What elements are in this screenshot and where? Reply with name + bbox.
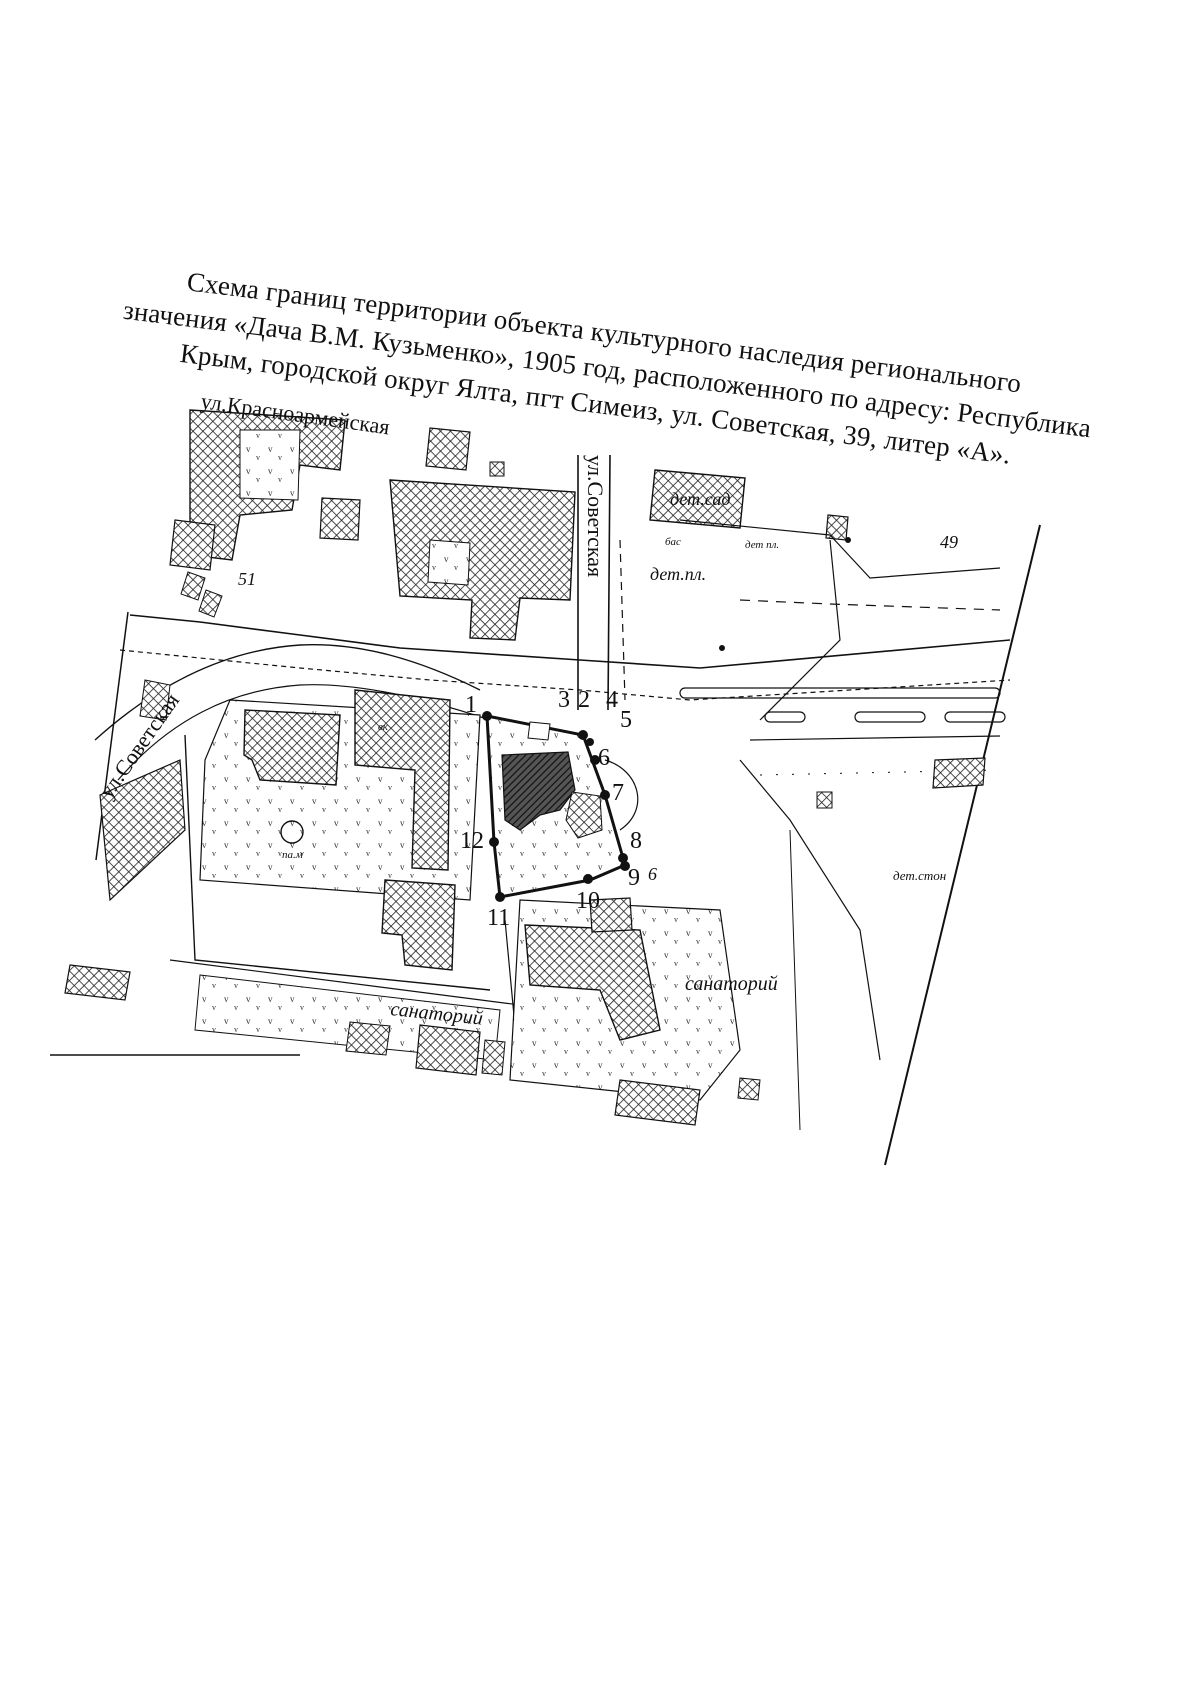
building-west-1 [243, 709, 341, 786]
street-east-diagonal [739, 759, 881, 1061]
point-label-7: 7 [612, 780, 624, 806]
point-marker-9 [620, 861, 630, 871]
path-east-curve [759, 539, 841, 721]
building-se-small [589, 897, 633, 933]
point-label-9: 9 [628, 865, 640, 891]
garden-nw [239, 429, 301, 501]
promenade-rows [679, 687, 1006, 776]
street-east-vertical [789, 829, 801, 1131]
street-west-loop [184, 734, 491, 991]
promenade-row-2a [764, 711, 806, 723]
building-se-3 [737, 1077, 761, 1101]
gate-structure [527, 721, 551, 741]
point-marker-11 [495, 892, 505, 902]
promenade-row-1 [679, 687, 1001, 699]
building-small-2 [180, 571, 206, 601]
building-sw-small [139, 679, 171, 721]
building-se-2 [614, 1079, 701, 1126]
building-east-1 [932, 757, 986, 789]
label-det-ston: дет.стон [893, 868, 946, 883]
building-small-1 [169, 519, 216, 571]
point-marker-2 [578, 730, 588, 740]
building-sw-strip [99, 759, 186, 902]
label-elevation-51: 51 [238, 569, 256, 589]
building-south-1 [345, 1021, 391, 1056]
point-label-10: 10 [576, 888, 600, 914]
label-playground-small: дет пл. [745, 539, 779, 551]
building-west-3 [381, 879, 456, 971]
label-kindergarten: дет.сад [670, 489, 730, 509]
kindergarten-building [649, 469, 746, 529]
point-label-3: 3 [558, 687, 570, 713]
courtyard-north [427, 539, 471, 586]
terrace-curve [604, 759, 639, 831]
dashed-line-center [619, 539, 626, 701]
point-label-8: 8 [630, 828, 642, 854]
point-marker-8 [618, 853, 628, 863]
building-block-north [389, 479, 576, 641]
point-marker-5 [586, 738, 594, 746]
point-label-2: 2 [578, 687, 590, 713]
monument-circle [280, 820, 304, 844]
survey-point-ne [845, 537, 851, 543]
north-district [169, 409, 849, 641]
building-far-sw [64, 964, 131, 1001]
path-ne [679, 519, 831, 536]
point-label-1: 1 [465, 692, 477, 718]
fence-ne [829, 534, 1001, 579]
point-label-5: 5 [620, 707, 632, 733]
survey-point-east [719, 645, 725, 651]
point-label-11: 11 [487, 905, 510, 931]
street-main-north-edge [129, 614, 1011, 669]
label-playground: дет.пл. [650, 564, 706, 584]
building-south-2 [415, 1024, 481, 1076]
southwest-district [64, 679, 506, 1076]
building-small-3 [198, 589, 223, 618]
promenade-row-3 [749, 735, 1001, 741]
point-label-6: 6 [598, 745, 610, 771]
building-north-1 [425, 427, 471, 471]
building-north-2 [319, 497, 361, 541]
label-monument: па.м [282, 849, 303, 861]
southeast-district [509, 757, 986, 1126]
sanatorium-building [524, 924, 661, 1041]
promenade-row-2c [944, 711, 1006, 723]
label-elevation-49: 49 [940, 532, 958, 552]
promenade-row-2b [854, 711, 926, 723]
label-elevation-6: 6 [648, 864, 657, 884]
street-sovetskaya-north-east [607, 454, 611, 711]
building-south-3 [481, 1039, 506, 1076]
point-marker-12 [489, 837, 499, 847]
point-marker-6 [590, 755, 600, 765]
point-label-4: 4 [606, 687, 618, 713]
map-edge-west [95, 611, 129, 861]
boundary-point-labels: 1 2 3 4 5 6 7 8 9 10 11 12 [460, 687, 642, 931]
outbuilding [565, 791, 603, 839]
building-west-2 [354, 689, 451, 871]
label-pool: бас [665, 536, 681, 548]
building-ne-small [825, 514, 849, 541]
building-tiny [489, 461, 505, 477]
street-south [169, 959, 521, 1006]
label-vk: вк [378, 721, 389, 733]
label-sanatorium-east: санаторий [685, 973, 778, 995]
map-edge-line [884, 524, 1041, 1166]
boundary-point-markers [482, 537, 851, 902]
point-label-12: 12 [460, 828, 484, 854]
street-label-sovetskaya-north: ул.Советская [583, 455, 608, 577]
point-marker-10 [583, 874, 593, 884]
building-east-2 [816, 791, 833, 809]
heritage-building-dacha [501, 751, 576, 831]
point-marker-1 [482, 711, 492, 721]
point-marker-7 [600, 790, 610, 800]
dashed-line-ne [739, 599, 1001, 611]
